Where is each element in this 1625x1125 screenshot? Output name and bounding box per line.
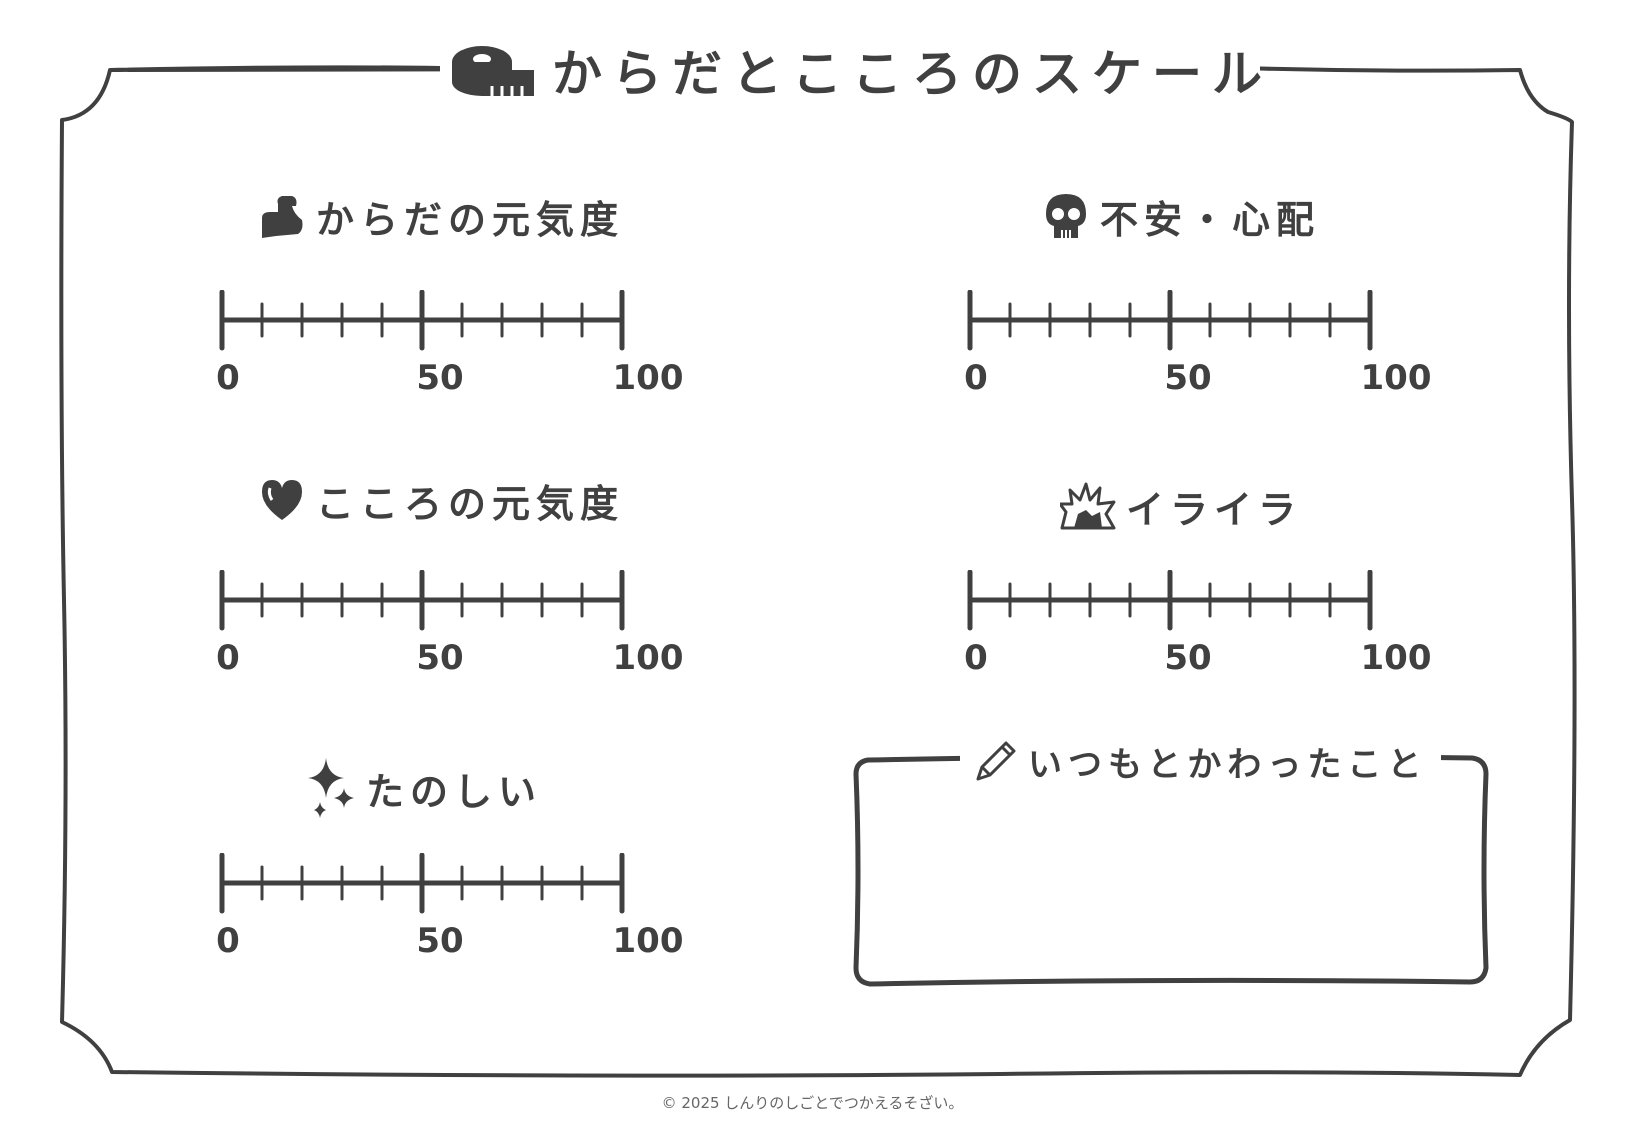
section-title-fun: たのしい [308,758,542,818]
page-title: からだとこころのスケール [440,30,1262,110]
memo-label: いつもとかわったこと [1028,744,1428,785]
scale-ruler [219,290,625,351]
tick-label-mid: 50 [416,638,464,678]
tick-label-min: 0 [964,638,988,678]
tick-label-min: 0 [216,638,240,678]
footer-copyright: © 2025 しんりのしごとでつかえるそざい。 [661,1094,964,1112]
section-label: 不安・心配 [1100,197,1321,242]
scale-irritation[interactable]: 0 50 100 [958,570,1431,680]
scale-ruler [967,570,1373,631]
tick-label-mid: 50 [416,358,464,398]
tick-label-mid: 50 [1164,358,1212,398]
flexed-arm-icon [262,196,303,238]
pencil-icon [976,741,1016,781]
tick-label-max: 100 [1360,638,1432,678]
tick-label-min: 0 [216,921,240,961]
scale-anxiety[interactable]: 0 50 100 [958,290,1431,400]
tick-label-max: 100 [612,638,684,678]
tick-label-max: 100 [612,921,684,961]
tick-label-min: 0 [964,358,988,398]
tick-label-min: 0 [216,358,240,398]
section-title-mind-energy: こころの元気度 [258,470,624,530]
section-label: こころの元気度 [316,481,625,526]
tick-label-mid: 50 [1164,638,1212,678]
skull-icon [1046,194,1086,238]
heart-icon [262,480,302,520]
section-title-anxiety: 不安・心配 [1042,186,1320,246]
section-label: イライラ [1126,487,1303,532]
scale-mind-energy[interactable]: 0 50 100 [210,570,683,680]
tick-label-mid: 50 [416,921,464,961]
section-title-irritation: イライラ [1060,476,1302,536]
tick-label-max: 100 [1360,358,1432,398]
tick-label-max: 100 [612,358,684,398]
anger-burst-icon [1060,482,1116,530]
section-title-body-energy: からだの元気度 [258,186,624,246]
scale-ruler [219,570,625,631]
sparkles-icon [308,758,354,818]
memo-title: いつもとかわったこと [960,735,1442,787]
section-label: からだの元気度 [316,197,625,242]
page-title-text: からだとこころのスケール [552,45,1272,103]
scale-ruler [967,290,1373,351]
scale-body-energy[interactable]: 0 50 100 [210,290,683,400]
section-label: たのしい [366,769,543,814]
scale-fun[interactable]: 0 50 100 [210,853,683,963]
measuring-tape-icon [452,46,534,96]
scale-ruler [219,853,625,914]
